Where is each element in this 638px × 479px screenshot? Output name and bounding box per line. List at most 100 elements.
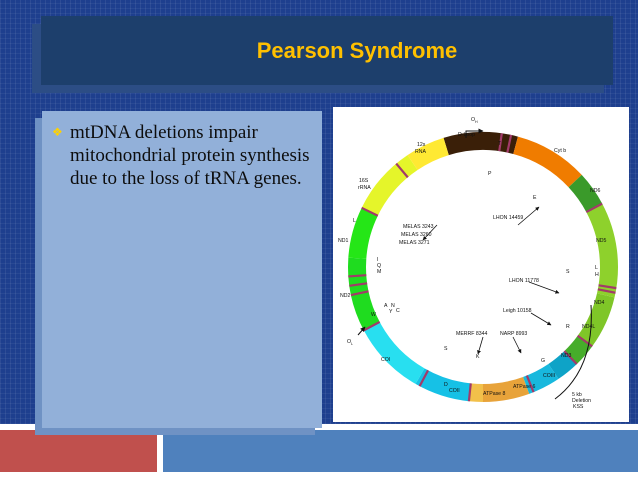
trna-mark-7 bbox=[525, 375, 535, 393]
co3-label: COIII bbox=[543, 373, 555, 379]
trna-mark-13 bbox=[348, 274, 367, 278]
trna-g-label: G bbox=[541, 358, 545, 364]
lhon2-pointer bbox=[528, 281, 560, 294]
gene-arc-nd1 bbox=[348, 207, 378, 260]
trna-mark-5 bbox=[577, 334, 593, 348]
nd5-label: ND5 bbox=[596, 238, 606, 244]
co2-label: COII bbox=[449, 388, 460, 394]
trna-e-label: E bbox=[533, 195, 537, 201]
gene-arc-atp8 bbox=[468, 383, 484, 402]
trna-s-bottom-label: S bbox=[444, 346, 448, 352]
footer-accent-red bbox=[0, 430, 157, 472]
trna-c-label: C bbox=[396, 308, 400, 314]
lhon2-label: LHON 11778 bbox=[509, 278, 539, 284]
gene-arc-nd6 bbox=[568, 174, 603, 213]
bullet-text: mtDNA deletions impair mitochondrial pro… bbox=[70, 122, 310, 189]
trna-m-label: M bbox=[377, 269, 381, 275]
nd1-label: ND1 bbox=[338, 238, 348, 244]
origin-h-arrow bbox=[465, 128, 484, 138]
lhon1-label: LHON 14459 bbox=[493, 215, 523, 221]
trna-mark-9 bbox=[418, 369, 430, 387]
trna-mark-15 bbox=[395, 162, 409, 179]
trna-mark-12 bbox=[349, 282, 368, 287]
rrna16s-label-2: rRNA bbox=[358, 185, 371, 191]
gene-arc-co3 bbox=[522, 363, 559, 394]
trna-y-label: Y bbox=[389, 309, 393, 315]
gene-arc-cytb bbox=[513, 136, 582, 188]
atp8-label: ATPase 8 bbox=[483, 391, 506, 397]
trna-mark-11 bbox=[350, 290, 369, 297]
rrna16s-label-1: 16S bbox=[359, 178, 369, 184]
trna-k-label: K bbox=[476, 354, 480, 360]
trna-p-label: P bbox=[488, 171, 492, 177]
atp6-label: ATPase 6 bbox=[513, 384, 536, 390]
trna-mark-14 bbox=[361, 206, 379, 217]
trna-mark-0 bbox=[498, 133, 503, 152]
nd2-label: ND2 bbox=[340, 293, 350, 299]
trna-mark-2 bbox=[585, 202, 603, 214]
dloop-label: D-Loop bbox=[458, 132, 475, 138]
trna-s-right-label: S bbox=[566, 269, 570, 275]
rrna12s-label-1: 12s bbox=[417, 142, 426, 148]
ol-label: OL bbox=[347, 339, 353, 346]
gene-arc-co1 bbox=[363, 321, 425, 384]
narp-label: NARP 8993 bbox=[500, 331, 527, 337]
melas3-label: MELAS 3271 bbox=[399, 240, 430, 246]
trna-l-right-label: L bbox=[595, 265, 598, 271]
trna-mark-10 bbox=[363, 320, 381, 332]
trna-mark-8 bbox=[467, 383, 472, 402]
cytb-label: Cyt b bbox=[554, 148, 566, 154]
origin-l-arrow bbox=[357, 326, 366, 336]
gene-arc-co2 bbox=[415, 368, 472, 402]
merrf-label: MERRF 8344 bbox=[456, 331, 488, 337]
genome-ring bbox=[348, 132, 618, 402]
trna-t-label: T bbox=[498, 141, 502, 147]
footer-accent-blue bbox=[163, 430, 638, 472]
trna-n-label: N bbox=[391, 303, 395, 309]
deletion-arc bbox=[554, 304, 592, 400]
trna-mark-3 bbox=[598, 284, 617, 290]
gene-arc-atp6 bbox=[482, 376, 530, 402]
trna-i-label: I bbox=[377, 257, 378, 263]
kss-label: KSS bbox=[573, 404, 584, 410]
trna-marks bbox=[348, 133, 617, 402]
rrna12s-label-2: RNA bbox=[415, 149, 426, 155]
gene-arc-rrna12s bbox=[407, 137, 450, 171]
melas2-label: MELAS 3260 bbox=[401, 232, 432, 238]
gene-arc-nd4 bbox=[577, 293, 615, 347]
gene-arc-nd3 bbox=[548, 351, 577, 379]
trna-d-label: D bbox=[444, 382, 448, 388]
nd4l-label: ND4L bbox=[582, 324, 595, 330]
gene-arc-nd5 bbox=[586, 203, 618, 298]
bullet-item: ❖ mtDNA deletions impair mitochondrial p… bbox=[52, 121, 314, 190]
gene-labels: OH D-Loop 12s RNA T P Cyt b 16S rRNA ND6… bbox=[338, 117, 606, 410]
trna-mark-4 bbox=[597, 288, 616, 294]
trna-mark-6 bbox=[563, 350, 578, 365]
leigh-label: Leigh 10158 bbox=[503, 308, 532, 314]
trna-w-label: W bbox=[371, 312, 376, 318]
nd4-label: ND4 bbox=[594, 300, 604, 306]
diamond-bullet-icon: ❖ bbox=[52, 125, 63, 139]
title-bar: Pearson Syndrome bbox=[41, 16, 613, 85]
narp-pointer bbox=[512, 336, 522, 354]
trna-a-label: A bbox=[384, 303, 388, 309]
gene-arc-nd4l bbox=[564, 335, 593, 365]
co1-label: COI bbox=[381, 357, 390, 363]
gene-arc-rrna16s bbox=[361, 155, 418, 216]
leigh-pointer bbox=[530, 312, 552, 326]
merrf-pointer bbox=[477, 336, 484, 355]
mtdna-map-figure: OH D-Loop 12s RNA T P Cyt b 16S rRNA ND6… bbox=[333, 107, 629, 422]
trna-l-left-label: L bbox=[353, 218, 356, 224]
deletion-size-label: 5 kb bbox=[572, 392, 582, 398]
trna-mark-1 bbox=[506, 134, 513, 153]
nd6-label: ND6 bbox=[590, 188, 600, 194]
trna-r-label: R bbox=[566, 324, 570, 330]
mtdna-map: OH D-Loop 12s RNA T P Cyt b 16S rRNA ND6… bbox=[338, 117, 618, 410]
trna-q-label: Q bbox=[377, 263, 381, 269]
melas1-label: MELAS 3243 bbox=[403, 224, 434, 230]
melas-pointer bbox=[422, 224, 438, 241]
slide-title: Pearson Syndrome bbox=[256, 37, 458, 63]
content-panel: ❖ mtDNA deletions impair mitochondrial p… bbox=[42, 111, 322, 428]
trna-h-label: H bbox=[595, 272, 599, 278]
gene-arc-dloop bbox=[443, 132, 518, 156]
